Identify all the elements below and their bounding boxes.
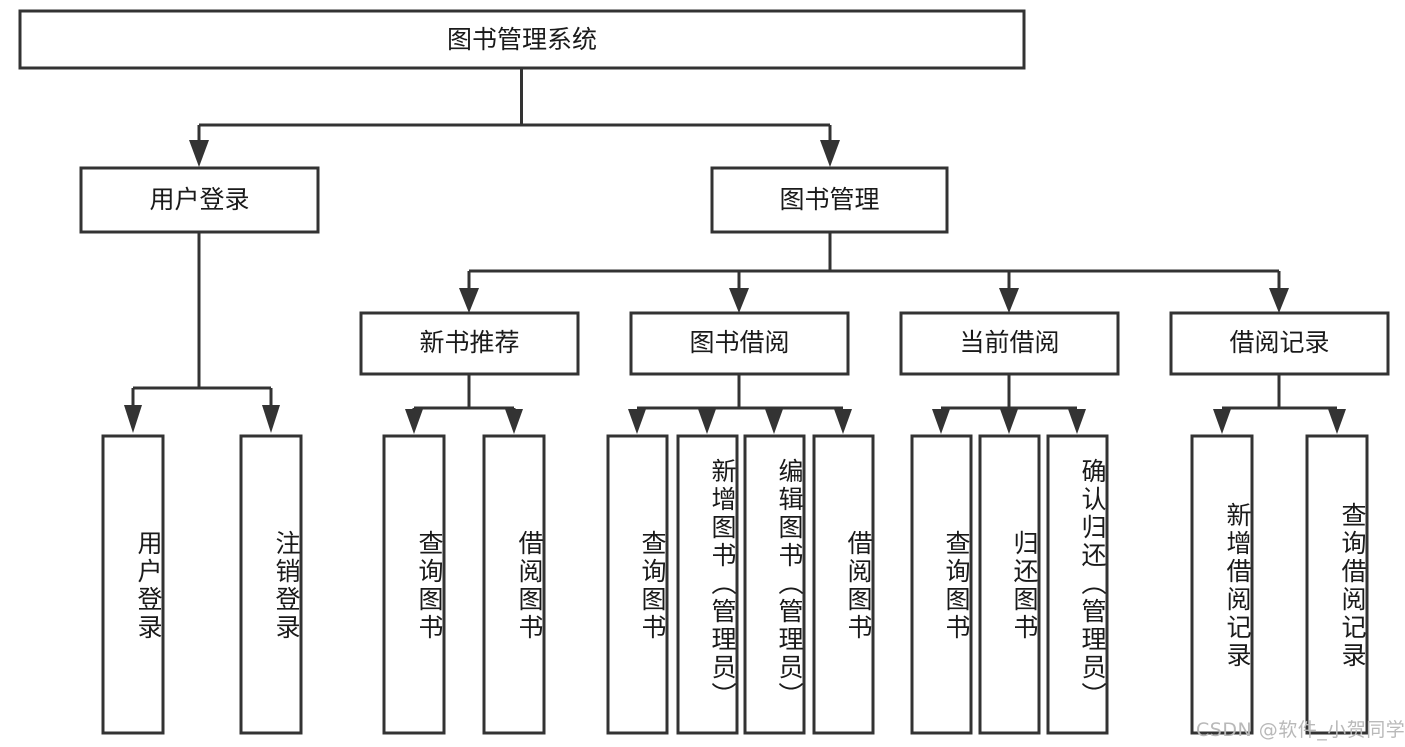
arrowhead-recommend-leaf-2 [505,409,523,434]
node-book-borrow[interactable]: 图书借阅 [629,311,850,376]
arrowhead-current-leaf-1 [932,409,950,434]
leaf-box-borrow-add-book[interactable] [676,434,739,735]
connectors-layer [124,68,1346,434]
node-book-borrow-label: 图书借阅 [689,328,789,357]
leaf-box-current-query-book[interactable] [910,434,973,735]
node-current-borrow-label: 当前借阅 [959,328,1059,357]
arrowhead-current-leaf-3 [1068,409,1086,434]
arrowhead-book-borrow [729,288,749,313]
node-new-book-recommend-box[interactable] [359,311,580,376]
arrowhead-borrow-leaf-2 [698,409,716,434]
node-book-management-box[interactable] [710,166,949,234]
arrowhead-leaf-logout [262,405,280,433]
node-user-login-label: 用户登录 [149,185,249,214]
arrowhead-current-borrow [999,288,1019,313]
leaf-box-borrow-edit-book[interactable] [743,434,806,735]
node-new-book-recommend-label: 新书推荐 [419,328,519,357]
node-borrow-record-label: 借阅记录 [1229,328,1329,357]
node-root-box[interactable] [18,9,1026,70]
arrowhead-borrow-leaf-4 [834,409,852,434]
arrowhead-recommend-leaf-1 [405,409,423,434]
arrowhead-current-leaf-2 [1000,409,1018,434]
node-root-system[interactable]: 图书管理系统 [18,9,1026,70]
arrowhead-book-manage [820,140,840,167]
node-root-label: 图书管理系统 [447,25,597,54]
arrowhead-leaf-user-login [124,405,142,433]
arrowhead-borrow-leaf-3 [765,409,783,434]
leaf-box-record-add-record[interactable] [1190,434,1254,735]
arrowhead-user-login [189,140,209,167]
csdn-watermark: CSDN @软件_小贺同学 [1196,719,1405,741]
leaf-boxes-layer [101,434,1369,735]
arrowhead-borrow-leaf-1 [628,409,646,434]
node-user-login[interactable]: 用户登录 [79,166,320,234]
leaf-box-current-confirm-return[interactable] [1046,434,1109,735]
leaf-box-user-login[interactable] [101,434,165,735]
arrowhead-borrow-record [1269,288,1289,313]
node-book-management[interactable]: 图书管理 [710,166,949,234]
leaf-box-borrow-query-book[interactable] [606,434,669,735]
leaf-box-borrow-borrow-book[interactable] [812,434,875,735]
node-user-login-box[interactable] [79,166,320,234]
node-new-book-recommend[interactable]: 新书推荐 [359,311,580,376]
node-borrow-record-box[interactable] [1169,311,1390,376]
node-current-borrow-box[interactable] [899,311,1120,376]
leaf-box-recommend-query-book[interactable] [382,434,446,735]
leaf-box-current-return-book[interactable] [978,434,1041,735]
arrowhead-new-book-recommend [459,288,479,313]
leaf-box-recommend-borrow-book[interactable] [482,434,546,735]
leaf-box-record-query-record[interactable] [1305,434,1369,735]
arrowhead-record-leaf-2 [1328,409,1346,434]
leaf-box-logout[interactable] [239,434,303,735]
node-book-management-label: 图书管理 [779,185,879,214]
arrowhead-record-leaf-1 [1213,409,1231,434]
node-book-borrow-box[interactable] [629,311,850,376]
node-current-borrow[interactable]: 当前借阅 [899,311,1120,376]
node-borrow-record[interactable]: 借阅记录 [1169,311,1390,376]
